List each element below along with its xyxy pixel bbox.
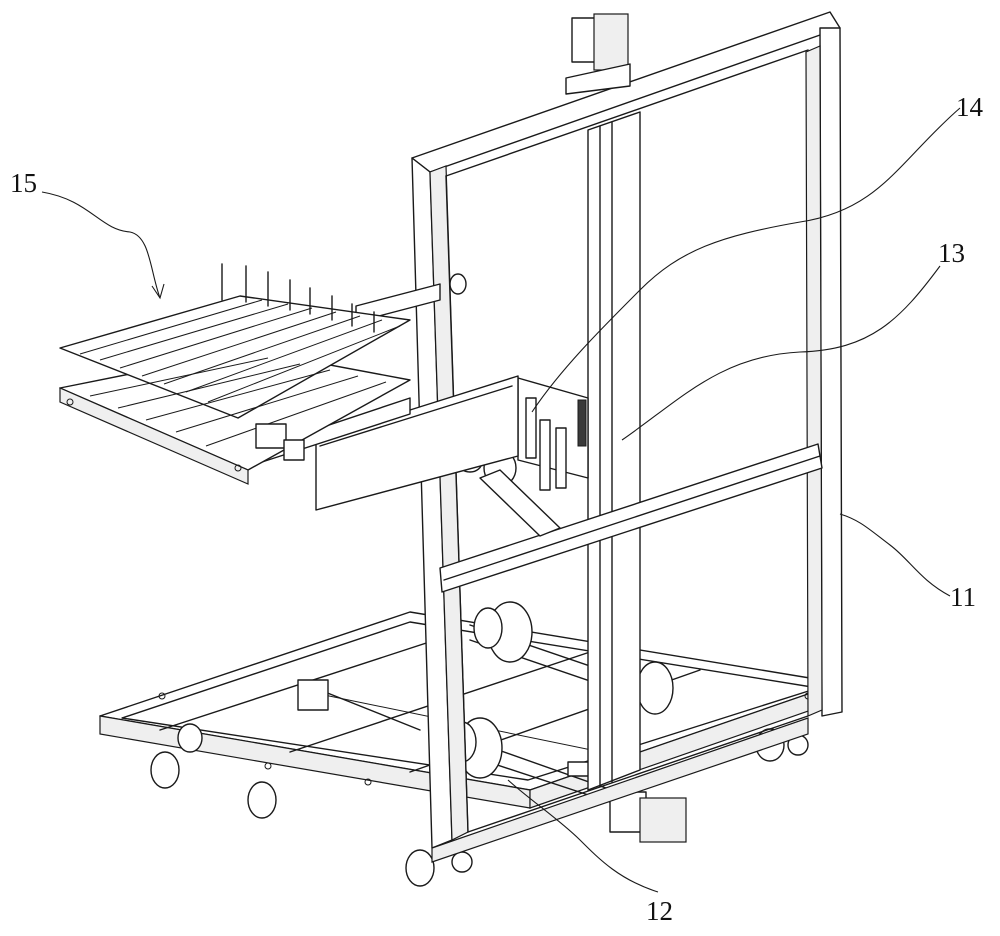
label-14: 14 [956, 92, 984, 122]
label-15: 15 [10, 168, 37, 198]
top-motor [565, 13, 631, 95]
lift-carriage [449, 273, 589, 537]
leader-15-arrow [151, 283, 165, 300]
label-12: 12 [646, 896, 673, 926]
label-11: 11 [950, 582, 976, 612]
label-13: 13 [938, 238, 965, 268]
leader-15 [41, 191, 161, 299]
leader-11 [839, 513, 951, 597]
slotted-tray [59, 263, 411, 485]
upright-frame [411, 11, 843, 863]
base-frame [99, 611, 841, 809]
drive-shafts [297, 601, 674, 813]
vertical-column [587, 111, 641, 791]
leader-13 [621, 265, 941, 441]
leader-14 [531, 107, 961, 413]
leader-12 [507, 779, 659, 893]
leader-lines [41, 107, 961, 893]
